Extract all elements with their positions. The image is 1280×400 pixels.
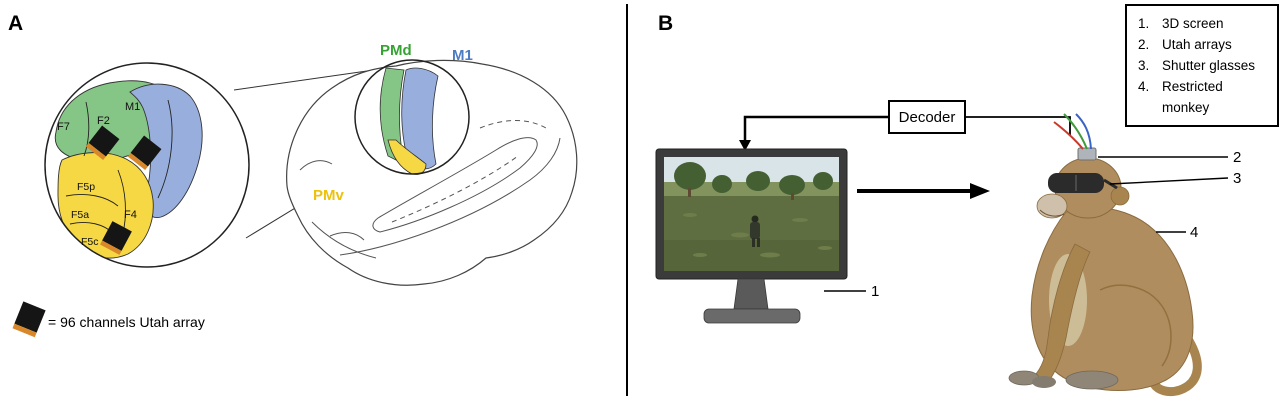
- callout-number-arrays: 2: [1233, 149, 1241, 166]
- wire-green: [1063, 113, 1088, 150]
- area-label-f5a: F5a: [71, 209, 89, 221]
- decoder-label: Decoder: [898, 108, 956, 126]
- wire-blue: [1075, 113, 1092, 150]
- legend-item-label: 3D screen: [1162, 16, 1224, 31]
- utah-array-legend-text: = 96 channels Utah array: [48, 314, 205, 330]
- implant-wires: [1053, 113, 1092, 150]
- panel-b-label: B: [658, 12, 673, 35]
- legend-item: 3. Shutter glasses: [1138, 55, 1269, 76]
- utah-array-m1: [127, 135, 162, 170]
- utah-array-legend-icon: [12, 301, 46, 338]
- scene-grass-speckles: [683, 213, 832, 258]
- panel-a-label: A: [8, 12, 23, 35]
- region-label-pmd: PMd: [380, 42, 412, 59]
- callout-line-glasses: [1109, 177, 1229, 185]
- brain-sulci: [299, 120, 561, 259]
- magnifier-circle-inset: [44, 62, 250, 268]
- utah-array-f5: [100, 221, 132, 255]
- wire-red: [1053, 121, 1084, 150]
- legend-item: 1. 3D screen: [1138, 13, 1269, 34]
- legend-item: 2. Utah arrays: [1138, 34, 1269, 55]
- legend-item-number: 2.: [1138, 37, 1150, 52]
- monkey-muzzle: [1036, 193, 1068, 219]
- utah-array-f2: [85, 125, 120, 160]
- magnifier-circle-brain: [354, 59, 470, 175]
- callout-number-monkey: 4: [1190, 224, 1198, 241]
- monkey-haunch-line: [1099, 284, 1172, 367]
- callout-number-screen: 1: [871, 283, 879, 300]
- panel-b-legend: 1. 3D screen 2. Utah arrays 3. Shutter g…: [1125, 4, 1279, 127]
- inset-m1-region: [129, 83, 203, 218]
- decoder-box: Decoder: [888, 100, 966, 134]
- area-label-m1: M1: [125, 101, 140, 113]
- legend-item-number: 1.: [1138, 16, 1150, 31]
- monkey-tail: [1149, 331, 1202, 397]
- scene-trees: [674, 162, 833, 200]
- area-label-f2: F2: [97, 115, 110, 127]
- brain-m1-patch: [401, 67, 439, 170]
- legend-item-number: 4.: [1138, 79, 1150, 94]
- legend-item-label: Utah arrays: [1162, 37, 1232, 52]
- monitor-stand: [703, 278, 801, 324]
- area-label-f7: F7: [57, 121, 70, 133]
- area-label-f4: F4: [124, 209, 137, 221]
- screen-to-monkey-arrow: [857, 183, 990, 199]
- region-label-m1: M1: [452, 47, 473, 64]
- scene-avatar: [750, 215, 760, 247]
- brain-outline: [286, 59, 578, 286]
- area-label-f5c: F5c: [81, 236, 99, 248]
- monkey-ear: [1110, 186, 1130, 206]
- callout-number-glasses: 3: [1233, 170, 1241, 187]
- legend-item-number: 3.: [1138, 58, 1150, 73]
- decoder-to-monkey-line: [966, 116, 1071, 135]
- monitor-scene: [664, 157, 839, 271]
- monitor: [655, 148, 848, 324]
- area-label-f5p: F5p: [77, 181, 95, 193]
- implant-connector: [1077, 147, 1097, 161]
- legend-item-label: Shutter glasses: [1162, 58, 1256, 73]
- decoder-to-screen-arrow: [739, 115, 888, 151]
- legend-item: 4. Restricted monkey: [1138, 76, 1269, 118]
- brain-pmv-patch: [387, 139, 427, 175]
- legend-item-label: Restricted monkey: [1162, 79, 1223, 115]
- monkey-hand-2: [1032, 376, 1056, 388]
- region-label-pmv: PMv: [313, 187, 345, 204]
- monkey-foot: [1065, 370, 1119, 390]
- monkey-mouth: [1039, 209, 1065, 217]
- monkey-illustration: [1008, 113, 1202, 397]
